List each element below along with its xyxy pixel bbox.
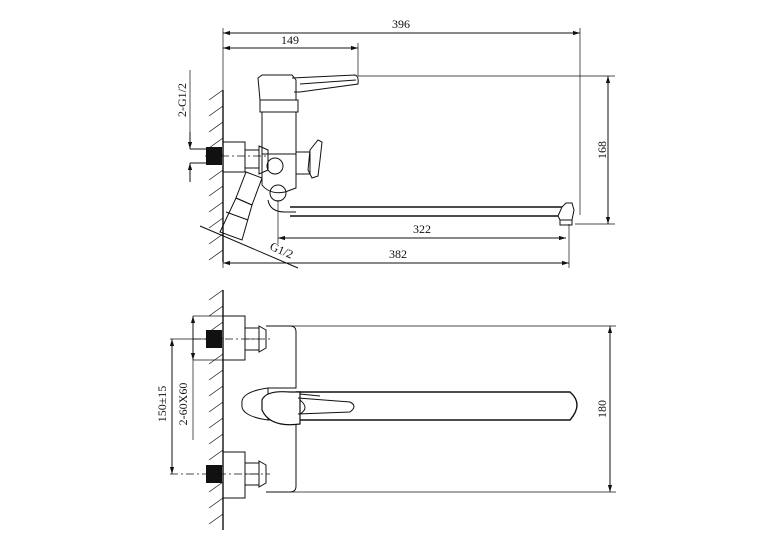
dim-outlet-thread-label: G1/2 [268, 239, 296, 261]
dim-322-label: 322 [413, 222, 431, 236]
dim-mount-plate-label: 2-60X60 [176, 383, 190, 426]
side-spout [290, 202, 575, 226]
dim-180-label: 180 [595, 400, 609, 418]
dim-inlet-thread: 2-G1/2 [175, 70, 193, 182]
dim-382: 382 [222, 224, 570, 268]
dim-mount-plate: 2-60X60 [176, 315, 223, 440]
side-inlet-block [206, 147, 222, 165]
dim-180: 180 [290, 325, 616, 493]
top-lever [261, 391, 355, 426]
dim-outlet-thread: G1/2 [199, 225, 299, 269]
side-wall-hatch [208, 89, 224, 262]
dim-149-label: 149 [281, 33, 299, 47]
dim-168: 168 [358, 75, 615, 225]
top-flange-upper [222, 315, 267, 361]
side-flange [222, 141, 246, 173]
dim-168-label: 168 [595, 141, 609, 159]
dim-inlet-spacing-label: 150±15 [155, 386, 169, 423]
side-shower-outlet [219, 171, 263, 241]
dim-396-label: 396 [392, 17, 410, 31]
side-lever [257, 74, 359, 101]
dim-inlet-spacing: 150±15 [155, 338, 206, 474]
top-view: 150±15 2-60X60 180 [155, 289, 616, 530]
side-diverter-knob [295, 139, 323, 179]
dim-149: 149 [223, 33, 359, 76]
top-wall-hatch [208, 289, 224, 530]
top-spout [296, 391, 578, 421]
dim-382-label: 382 [389, 247, 407, 261]
dim-322: 322 [277, 200, 566, 244]
dim-396: 396 [222, 17, 581, 215]
dim-inlet-thread-label: 2-G1/2 [175, 83, 189, 117]
side-view: 396 149 168 322 382 [175, 17, 615, 269]
top-flange-lower [222, 451, 267, 499]
